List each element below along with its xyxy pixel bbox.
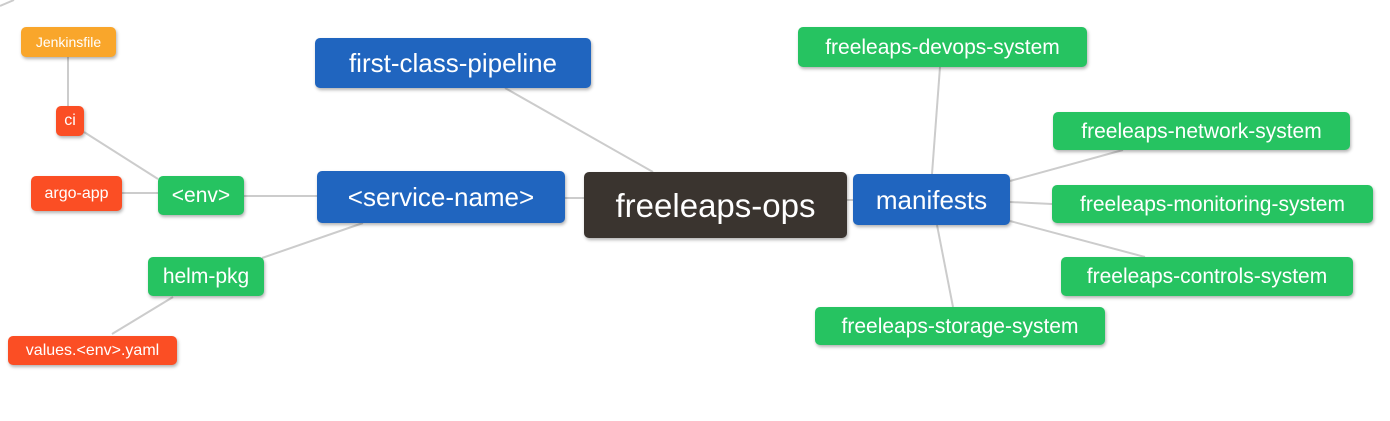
node-freeleaps-network-system[interactable]: freeleaps-network-system: [1053, 112, 1350, 150]
node-values-env-yaml[interactable]: values.<env>.yaml: [8, 336, 177, 365]
node-freeleaps-controls-system[interactable]: freeleaps-controls-system: [1061, 257, 1353, 296]
node-jenkinsfile[interactable]: Jenkinsfile: [21, 27, 116, 57]
node-helm-pkg[interactable]: helm-pkg: [148, 257, 264, 296]
edge-ci-env: [83, 131, 159, 180]
node-freeleaps-ops[interactable]: freeleaps-ops: [584, 172, 847, 238]
node-freeleaps-storage-system[interactable]: freeleaps-storage-system: [815, 307, 1105, 345]
node-argo-app[interactable]: argo-app: [31, 176, 122, 211]
node-freeleaps-devops-system[interactable]: freeleaps-devops-system: [798, 27, 1087, 67]
node-first-class-pipeline[interactable]: first-class-pipeline: [315, 38, 591, 88]
edge-manifests-devops-system: [931, 66, 941, 175]
node-manifests[interactable]: manifests: [853, 174, 1010, 225]
edge-manifests-storage-system: [936, 224, 954, 308]
edge-manifests-controls-system: [1009, 220, 1146, 258]
edge-manifests-monitoring-system: [1009, 201, 1053, 205]
edge-first-class-pipeline-ops: [504, 87, 654, 173]
edge-service-name-helm-pkg: [261, 222, 364, 259]
node-freeleaps-monitoring-system[interactable]: freeleaps-monitoring-system: [1052, 185, 1373, 223]
node-service-name[interactable]: <service-name>: [317, 171, 565, 223]
node-env[interactable]: <env>: [158, 176, 244, 215]
node-ci[interactable]: ci: [56, 106, 84, 136]
edge-cropped-corner: [0, 0, 15, 7]
edge-helm-pkg-values-env-yaml: [111, 296, 174, 335]
edge-manifests-network-system: [1009, 149, 1124, 182]
